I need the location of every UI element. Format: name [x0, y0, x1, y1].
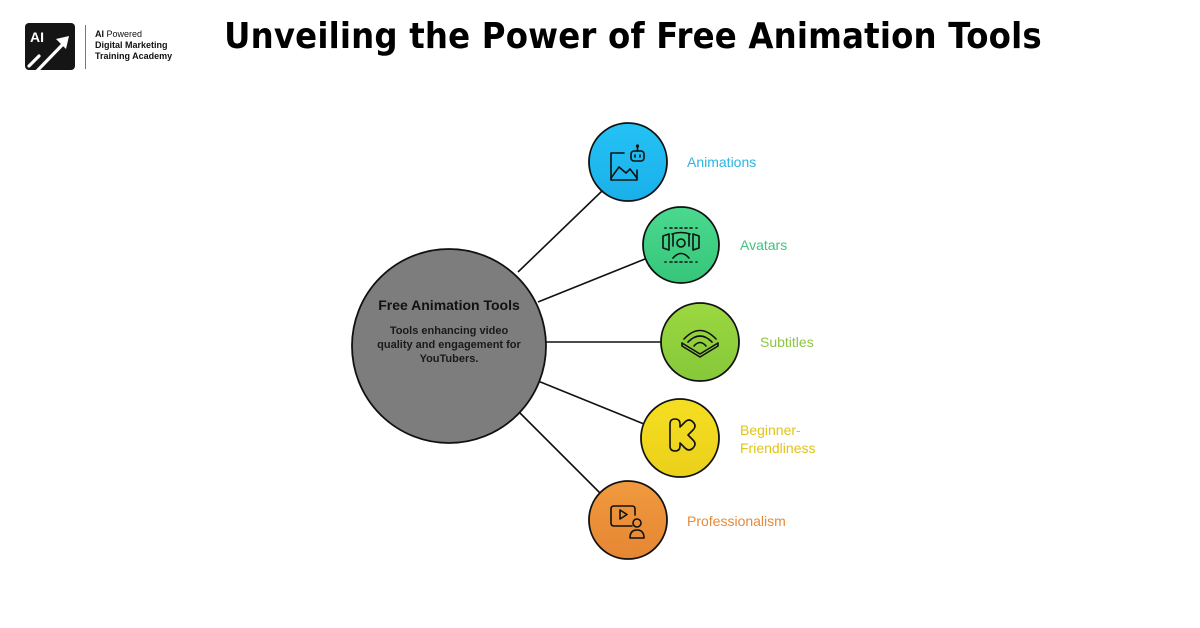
- central-node-title: Free Animation Tools: [378, 297, 520, 313]
- central-node: [351, 248, 547, 444]
- node-avatars: [642, 206, 720, 284]
- connector-beginner: [537, 380, 645, 425]
- central-node-text: Free Animation Tools Tools enhancing vid…: [372, 296, 526, 366]
- video-presenter-icon: [610, 505, 645, 539]
- label-subtitles: Subtitles: [760, 334, 814, 350]
- node-beginner-friendliness: [640, 398, 720, 478]
- logo-line3: Training Academy: [95, 51, 173, 61]
- node-animations: [588, 122, 668, 202]
- node-professionalism: [588, 480, 668, 560]
- arrow-up-right-icon: [27, 36, 69, 70]
- connector-avatars: [537, 258, 646, 303]
- label-beginner-friendliness: Beginner- Friendliness: [740, 421, 815, 457]
- logo-divider: [85, 25, 86, 69]
- connector-professionalism: [517, 410, 601, 494]
- logo-mark-text: AI: [30, 29, 44, 45]
- logo-line2: Digital Marketing: [95, 40, 168, 50]
- page-title: Unveiling the Power of Free Animation To…: [224, 16, 1042, 57]
- logo-line1-bold: AI: [95, 29, 104, 39]
- label-beginner-line2: Friendliness: [740, 440, 816, 456]
- image-robot-icon: [610, 144, 645, 181]
- logo-mark: AI: [25, 23, 75, 70]
- kick-logo-icon: [669, 418, 696, 452]
- label-professionalism: Professionalism: [687, 513, 786, 529]
- logo-line1-rest: Powered: [104, 29, 143, 39]
- label-avatars: Avatars: [740, 237, 788, 253]
- label-animations: Animations: [687, 154, 757, 170]
- node-subtitles: [660, 302, 740, 382]
- central-node-description: Tools enhancing video quality and engage…: [377, 325, 521, 365]
- audible-icon: [681, 329, 719, 358]
- brand-logo: AI AI Powered Digital Marketing Training…: [25, 23, 225, 73]
- connector-animations: [517, 190, 603, 273]
- label-beginner-line1: Beginner-: [740, 422, 801, 438]
- logo-text: AI Powered Digital Marketing Training Ac…: [95, 29, 172, 62]
- avatar-scan-icon: [662, 227, 700, 263]
- connectors: [517, 190, 662, 494]
